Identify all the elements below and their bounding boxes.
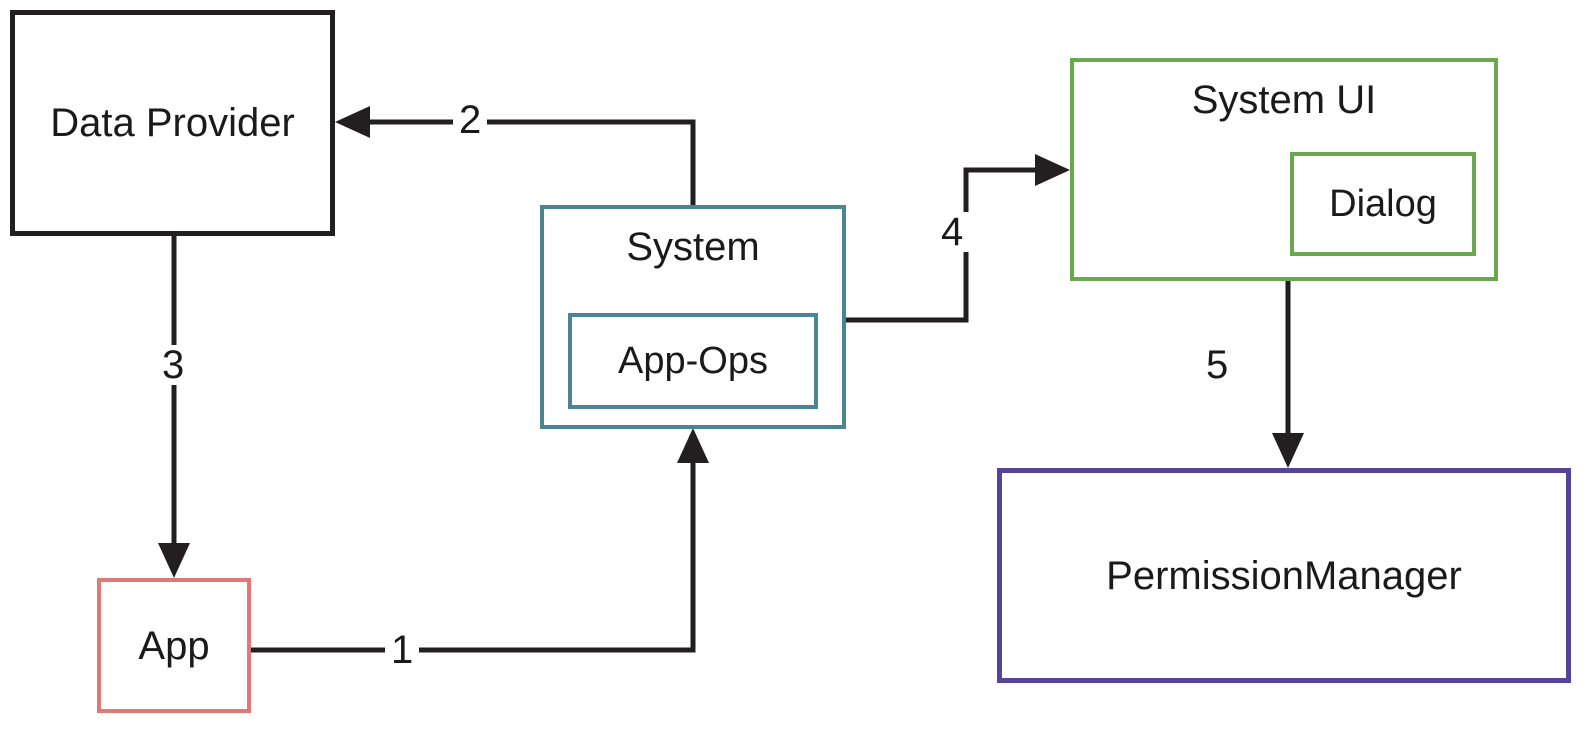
- node-app-ops[interactable]: App-Ops: [568, 313, 818, 409]
- edge-1-arrowhead-up: [677, 428, 709, 463]
- node-system-ui-label: System UI: [1191, 78, 1377, 122]
- node-permission-manager[interactable]: PermissionManager: [997, 468, 1571, 683]
- edge-label-5: 5: [1200, 345, 1235, 385]
- edge-3-arrowhead-down: [158, 543, 190, 578]
- edge-5-system-ui-to-permission-manager: [1272, 281, 1304, 468]
- edge-4-arrowhead-right: [1035, 154, 1070, 186]
- node-app-label: App: [138, 623, 210, 668]
- edge-2-system-to-data-provider: [335, 106, 696, 205]
- edge-label-1: 1: [385, 630, 420, 670]
- node-data-provider[interactable]: Data Provider: [10, 10, 335, 236]
- edge-1-path: [251, 455, 696, 653]
- node-dialog[interactable]: Dialog: [1290, 152, 1476, 256]
- edge-2-path: [362, 119, 696, 205]
- edge-label-2: 2: [453, 100, 488, 140]
- edge-1-app-to-system: [251, 428, 709, 653]
- node-dialog-label: Dialog: [1329, 183, 1437, 225]
- edge-5-arrowhead-down: [1272, 433, 1304, 468]
- edge-label-4: 4: [935, 212, 970, 252]
- node-app[interactable]: App: [97, 578, 251, 713]
- edge-2-arrowhead-left: [335, 106, 370, 138]
- node-data-provider-label: Data Provider: [50, 101, 295, 145]
- edge-label-3: 3: [156, 345, 191, 385]
- node-system-label: System: [626, 225, 760, 269]
- node-permission-manager-label: PermissionManager: [1106, 553, 1462, 598]
- edge-3-data-provider-to-app: [158, 236, 190, 578]
- node-app-ops-label: App-Ops: [618, 340, 768, 382]
